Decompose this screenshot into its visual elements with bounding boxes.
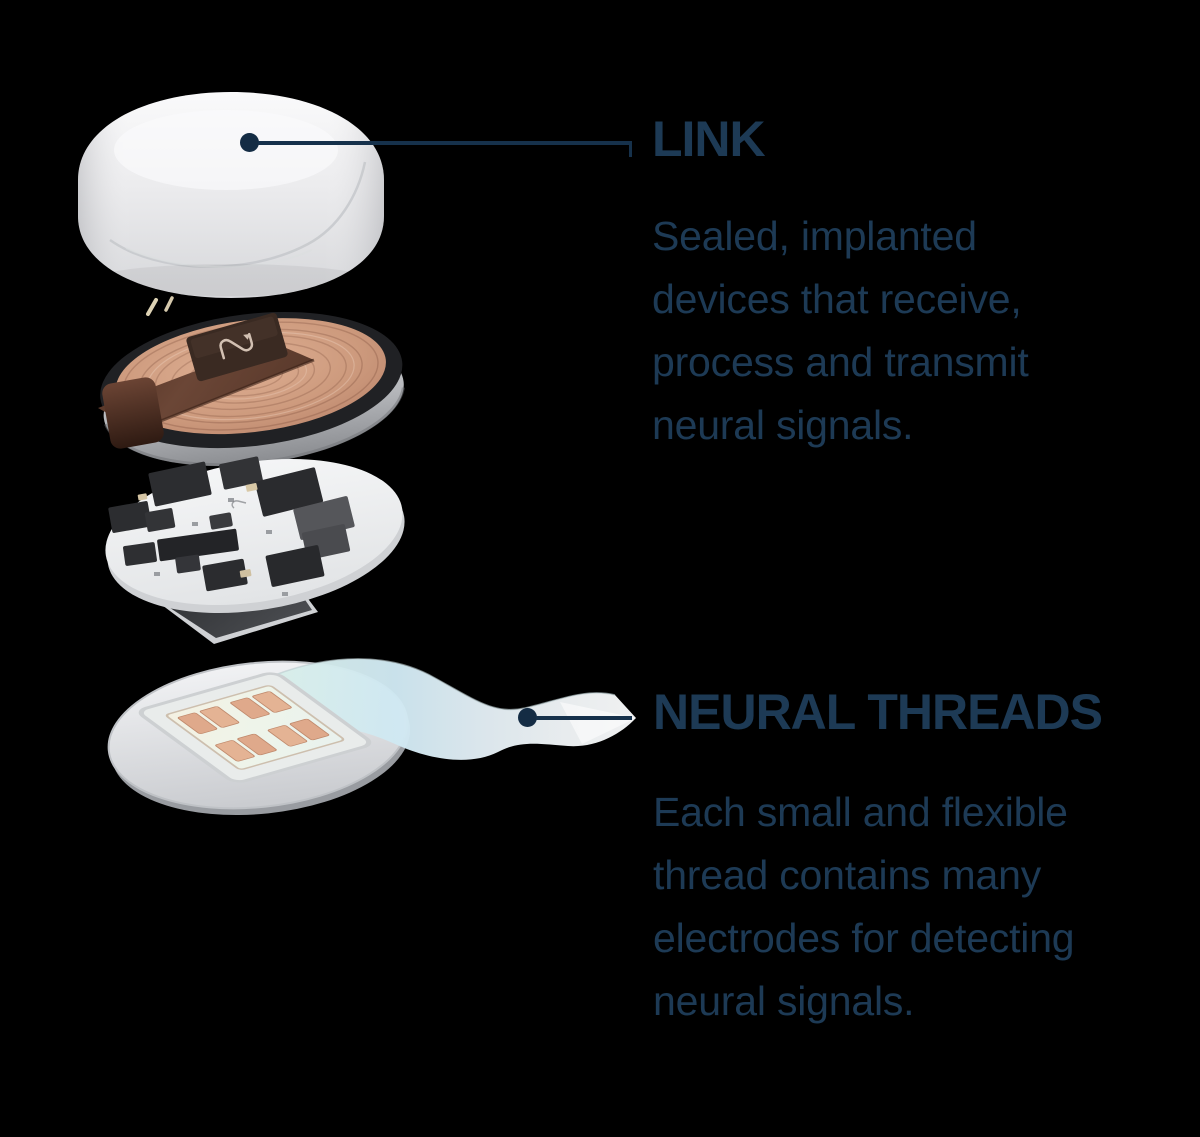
neural-threads-description: Each small and flexible thread contains …: [653, 789, 1075, 1024]
threads-callout-dot: [518, 708, 537, 727]
neural-threads-figure: [107, 658, 636, 816]
charging-coil-figure: [98, 296, 405, 467]
electrode-pads: [177, 691, 330, 762]
link-leader-line: [258, 141, 630, 145]
link-heading: LINK: [652, 111, 766, 167]
link-callout: LINK Sealed, implanted devices that rece…: [652, 114, 1029, 457]
neural-threads-heading: NEURAL THREADS: [653, 684, 1103, 740]
board-chips: [108, 456, 355, 596]
link-description: Sealed, implanted devices that receive, …: [652, 213, 1029, 448]
circuit-board-figure: [105, 456, 405, 644]
enclosure-cap-figure: [78, 92, 384, 298]
link-leader-tick: [629, 141, 632, 157]
link-callout-dot: [240, 133, 259, 152]
thread-ribbon: [275, 658, 636, 760]
neural-threads-callout: NEURAL THREADS Each small and flexible t…: [653, 684, 1103, 1033]
neuralink-logo-mark: [219, 332, 254, 360]
threads-leader-line: [536, 716, 632, 720]
